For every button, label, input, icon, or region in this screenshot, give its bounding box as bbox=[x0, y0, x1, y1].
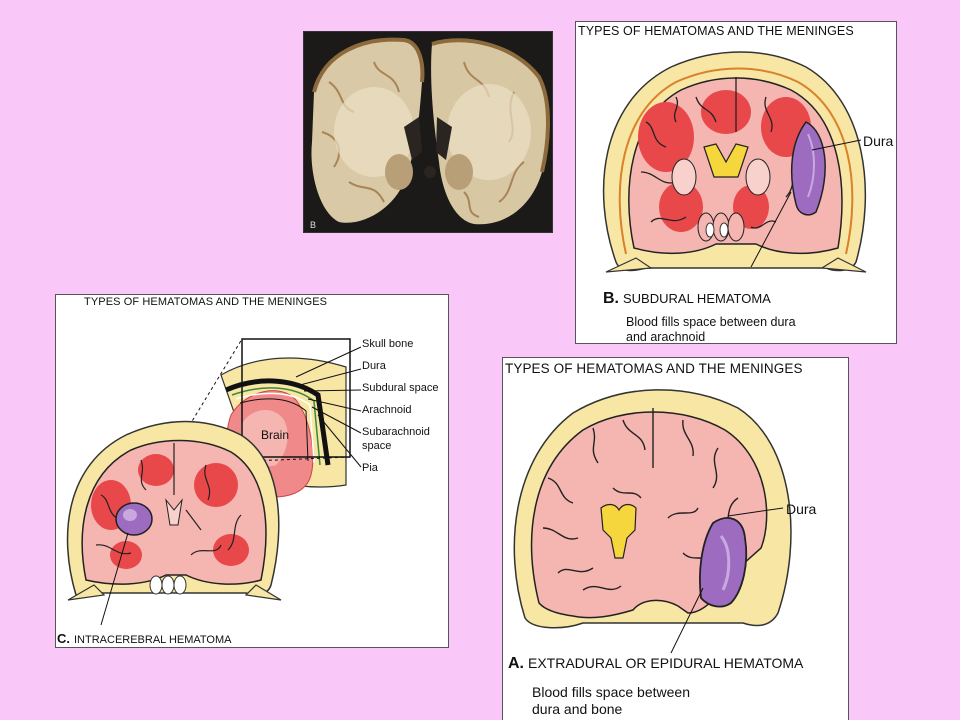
panel-a-heading: TYPES OF HEMATOMAS AND THE MENINGES bbox=[505, 361, 803, 376]
panel-epidural: TYPES OF HEMATOMAS AND THE MENINGES bbox=[502, 357, 849, 720]
panel-subdural: TYPES OF HEMATOMAS AND THE MENINGES bbox=[575, 21, 897, 344]
label-pia: Pia bbox=[362, 462, 378, 474]
caption-text: SUBDURAL HEMATOMA bbox=[623, 291, 771, 306]
desc-line: Blood fills space between bbox=[532, 684, 690, 700]
label-skull-bone: Skull bone bbox=[362, 338, 414, 350]
panel-a-description: Blood fills space between dura and bone bbox=[532, 684, 690, 718]
label-arachnoid: Arachnoid bbox=[362, 404, 412, 416]
label-brain: Brain bbox=[261, 428, 290, 442]
panel-intracerebral: TYPES OF HEMATOMAS AND THE MENINGES bbox=[55, 294, 449, 648]
caption-letter: B. bbox=[603, 290, 619, 307]
panel-a-caption: A.EXTRADURAL OR EPIDURAL HEMATOMA bbox=[508, 655, 803, 673]
epidural-diagram bbox=[513, 389, 792, 654]
photo-tag: B bbox=[310, 220, 317, 230]
subdural-diagram bbox=[602, 51, 867, 273]
label-dura: Dura bbox=[786, 501, 817, 517]
desc-line: Blood fills space between dura bbox=[626, 315, 796, 329]
caption-text: INTRACEREBRAL HEMATOMA bbox=[74, 634, 232, 646]
caption-text: EXTRADURAL OR EPIDURAL HEMATOMA bbox=[528, 655, 804, 671]
label-dura: Dura bbox=[863, 133, 894, 149]
caption-letter: A. bbox=[508, 655, 524, 672]
label-subarachnoid: Subarachnoid bbox=[362, 426, 430, 438]
panel-c-caption: C. INTRACEREBRAL HEMATOMA bbox=[57, 631, 232, 646]
panel-c-heading: TYPES OF HEMATOMAS AND THE MENINGES bbox=[84, 296, 328, 308]
panel-b-heading: TYPES OF HEMATOMAS AND THE MENINGES bbox=[578, 24, 854, 38]
desc-line: dura and bone bbox=[532, 701, 623, 717]
desc-line: and arachnoid bbox=[626, 330, 706, 344]
label-dura: Dura bbox=[362, 360, 386, 372]
caption-letter: C. bbox=[57, 631, 70, 646]
brain-section-photo: B bbox=[303, 31, 553, 233]
panel-b-caption: B. SUBDURAL HEMATOMA bbox=[603, 290, 771, 308]
label-subdural-space: Subdural space bbox=[362, 382, 439, 394]
label-subarachnoid-space: space bbox=[362, 440, 392, 452]
panel-b-description: Blood fills space between dura and arach… bbox=[626, 315, 796, 344]
intracerebral-diagram bbox=[66, 338, 362, 626]
